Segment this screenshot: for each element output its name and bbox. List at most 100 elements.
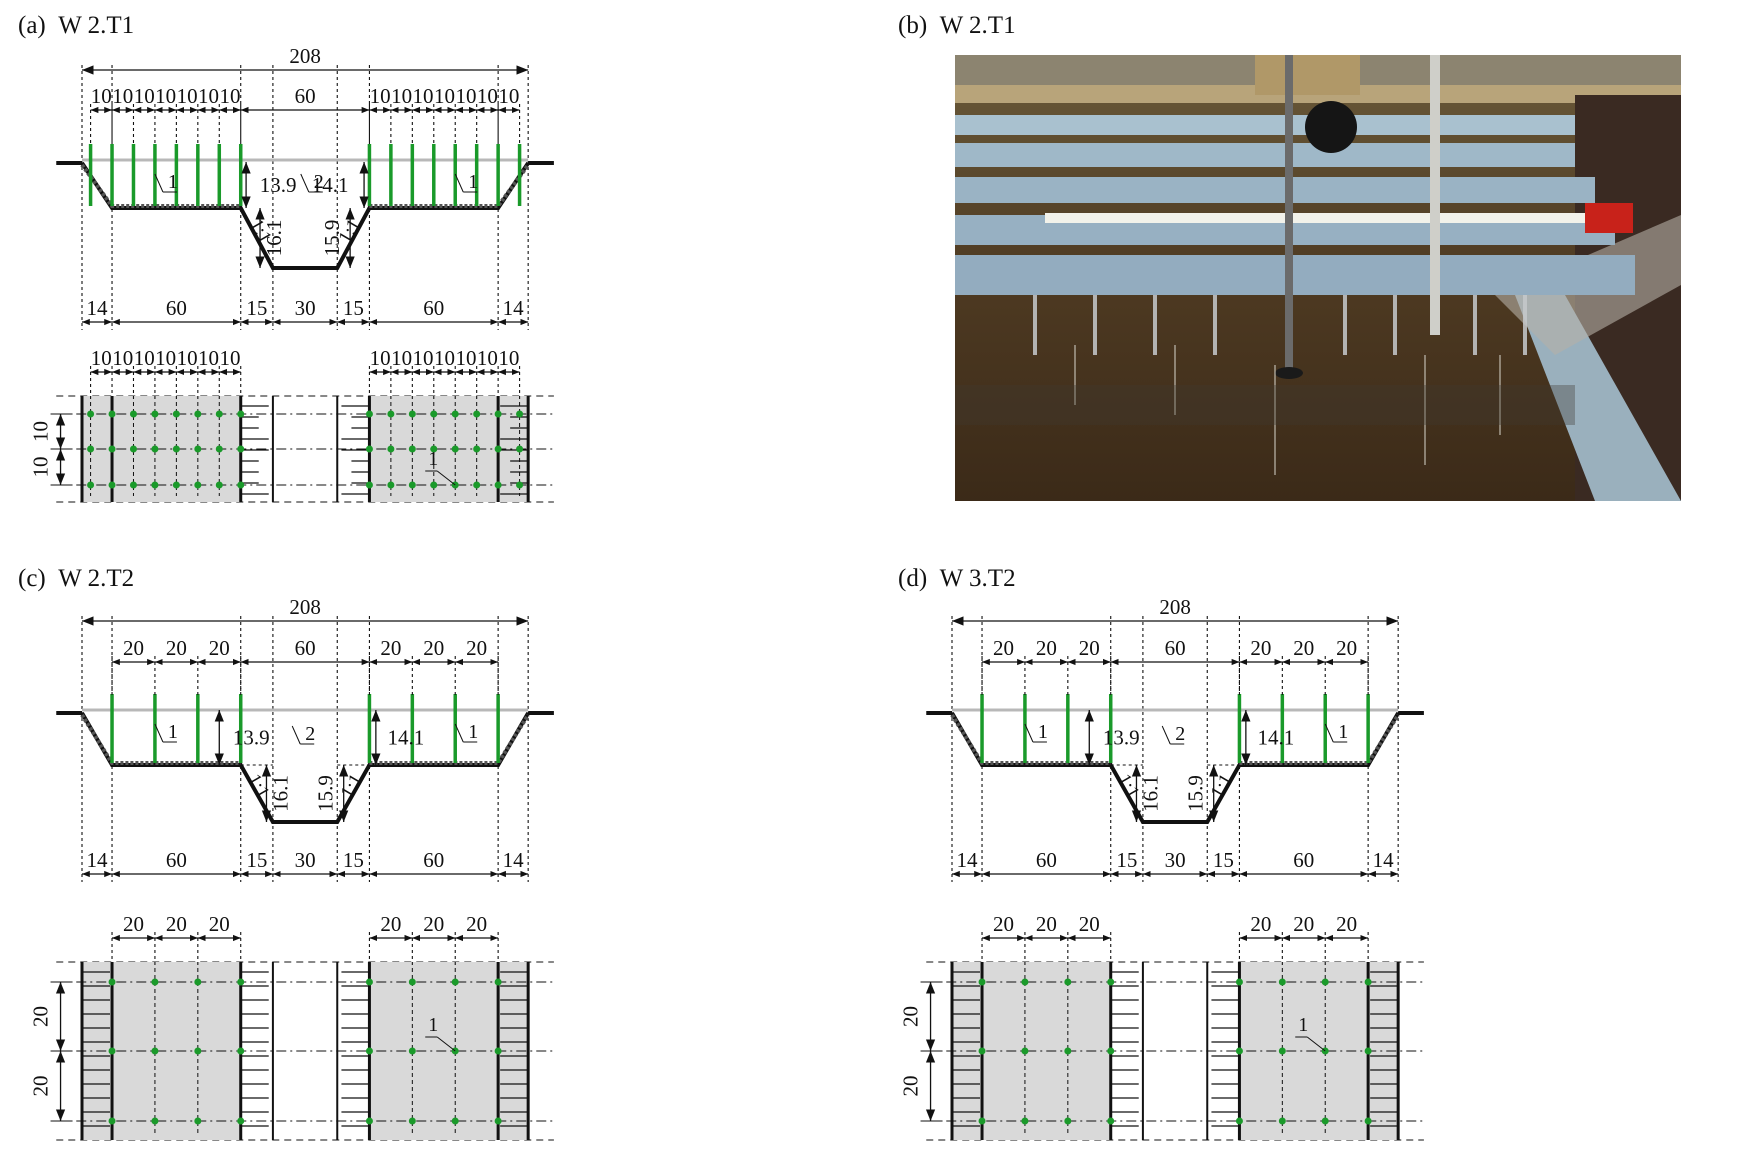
- rod-position-dot: [1021, 1047, 1029, 1055]
- dimension-label: 20: [1036, 912, 1057, 936]
- dimension-label: 14: [957, 848, 979, 872]
- panel-c-label: (c): [18, 565, 46, 592]
- gravel-right: [369, 163, 530, 208]
- dimension-label: 10: [477, 84, 498, 108]
- rod-position-dot: [451, 445, 459, 453]
- callout-leader: [154, 723, 164, 743]
- callout-leader: [291, 725, 301, 745]
- panel-b-name: W 2.T1: [939, 12, 1016, 39]
- callout-leader: [454, 723, 464, 743]
- rod-position-dot: [1064, 978, 1072, 986]
- panel-d-label: (d): [898, 565, 928, 592]
- dimension-label: 10: [413, 346, 434, 370]
- rod-position-dot: [408, 481, 416, 489]
- rod-position-dot: [451, 978, 459, 986]
- dimension-label: 10: [28, 457, 52, 478]
- panel-a-label: (a): [18, 12, 46, 39]
- callout-leader: [1024, 723, 1034, 743]
- rod-position-dot: [365, 978, 373, 986]
- rod-position-dot: [108, 410, 116, 418]
- rod-position-dot: [365, 1117, 373, 1125]
- dimension-label: 15: [246, 296, 267, 320]
- dimension-label: 60: [1165, 636, 1186, 660]
- dimension-label: 20: [380, 636, 401, 660]
- dimension-label: 10: [112, 346, 133, 370]
- callout-leader: [436, 470, 456, 486]
- rod-position-dot: [516, 410, 524, 418]
- rod-position-dot: [108, 445, 116, 453]
- callout-leader: [436, 1036, 456, 1052]
- dimension-label: 14.1: [312, 173, 349, 197]
- callout-leader: [1161, 725, 1171, 745]
- dimension-label: 20: [28, 1006, 52, 1027]
- rod-position-dot: [516, 481, 524, 489]
- dimension-label: 20: [1336, 912, 1357, 936]
- rod-position-dot: [194, 445, 202, 453]
- dimension-label: 10: [112, 84, 133, 108]
- rod-position-dot: [1364, 1117, 1372, 1125]
- panel-b-label: (b): [898, 12, 928, 39]
- dimension-label: 20: [423, 912, 444, 936]
- panel-a-name: W 2.T1: [58, 12, 135, 39]
- dimension-label: 10: [434, 346, 455, 370]
- dimension-label: 10: [413, 84, 434, 108]
- dimension-label: 20: [993, 912, 1014, 936]
- rod-position-dot: [978, 1117, 986, 1125]
- rod-position-dot: [1235, 1117, 1243, 1125]
- callout-label: 1: [468, 721, 478, 743]
- rod-position-dot: [237, 1117, 245, 1125]
- rod-position-dot: [108, 481, 116, 489]
- rod-position-dot: [494, 410, 502, 418]
- rod-position-dot: [494, 1047, 502, 1055]
- dimension-label: 16.1: [1138, 775, 1162, 812]
- dimension-label: 30: [1165, 848, 1186, 872]
- dimension-label: 20: [166, 636, 187, 660]
- dimension-label: 10: [477, 346, 498, 370]
- dimension-label: 15: [1213, 848, 1234, 872]
- rod-position-dot: [172, 410, 180, 418]
- panel-d-name: W 3.T2: [939, 565, 1016, 592]
- rod-position-dot: [516, 445, 524, 453]
- rod-position-dot: [237, 978, 245, 986]
- rod-position-dot: [494, 978, 502, 986]
- rod-position-dot: [365, 481, 373, 489]
- rod-position-dot: [1235, 978, 1243, 986]
- rod-position-dot: [430, 445, 438, 453]
- dimension-label: 20: [28, 1076, 52, 1097]
- rod-position-dot: [151, 978, 159, 986]
- callout-label: 2: [305, 723, 315, 745]
- dimension-label: 13.9: [233, 726, 270, 750]
- rod-position-dot: [1064, 1117, 1072, 1125]
- dimension-label: 13.9: [260, 173, 297, 197]
- rod-position-dot: [494, 481, 502, 489]
- rod-position-dot: [194, 410, 202, 418]
- dimension-label: 10: [198, 346, 219, 370]
- dimension-label: 20: [466, 912, 487, 936]
- dimension-label: 15: [1116, 848, 1137, 872]
- dimension-label: 20: [1036, 636, 1057, 660]
- rod-position-dot: [1021, 1117, 1029, 1125]
- dimension-label: 10: [155, 84, 176, 108]
- callout-leader: [1324, 723, 1334, 743]
- dimension-label: 208: [289, 595, 321, 619]
- callout-leader: [300, 173, 310, 193]
- rod-position-dot: [194, 1117, 202, 1125]
- rod-position-dot: [408, 410, 416, 418]
- dimension-label: 60: [1293, 848, 1314, 872]
- dimension-label: 10: [134, 346, 155, 370]
- dimension-label: 14: [87, 848, 109, 872]
- dimension-label: 10: [91, 84, 112, 108]
- dimension-label: 20: [898, 1076, 922, 1097]
- rod-position-dot: [194, 1047, 202, 1055]
- dimension-label: 15: [246, 848, 267, 872]
- callout-label: 1: [1038, 721, 1048, 743]
- dimension-label: 10: [370, 346, 391, 370]
- dimension-label: 10: [220, 346, 241, 370]
- dimension-label: 10: [455, 84, 476, 108]
- rod-position-dot: [1107, 1117, 1115, 1125]
- dimension-label: 10: [134, 84, 155, 108]
